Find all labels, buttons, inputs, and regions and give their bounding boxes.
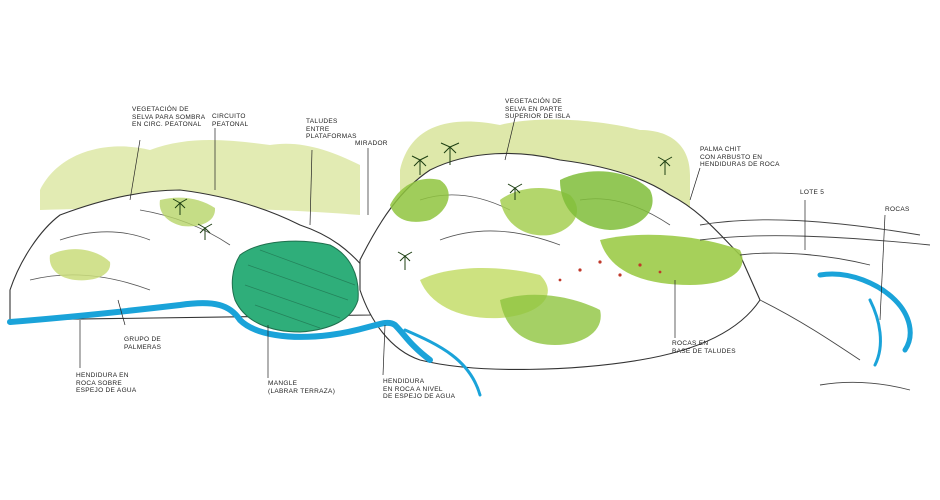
shoreline xyxy=(699,219,931,391)
water-body xyxy=(7,271,913,397)
label-lote: LOTE 5 xyxy=(800,189,825,196)
accent-dots xyxy=(558,260,662,282)
mangrove-mass xyxy=(231,240,359,333)
label-mirador: MIRADOR xyxy=(355,140,388,147)
label-hendidura-roca-agua: HENDIDURA EN ROCA SOBRE ESPEJO DE AGUA xyxy=(76,372,137,394)
palm-trees xyxy=(172,142,673,270)
label-grupo-palmeras: GRUPO DE PALMERAS xyxy=(124,336,162,351)
leader-lines xyxy=(79,117,886,378)
label-palma-chit: PALMA CHIT CON ARBUSTO EN HENDIDURAS DE … xyxy=(700,146,780,168)
vegetation-patches xyxy=(49,171,743,345)
label-hendidura-nivel-agua: HENDIDURA EN ROCA A NIVEL DE ESPEJO DE A… xyxy=(383,378,456,400)
label-vegetacion-selva-isla: VEGETACIÓN DE SELVA EN PARTE SUPERIOR DE… xyxy=(505,98,571,120)
label-rocas-base-taludes: ROCAS EN BASE DE TALUDES xyxy=(672,340,736,355)
label-vegetacion-selva-sombra: VEGETACIÓN DE SELVA PARA SOMBRA EN CIRC.… xyxy=(132,106,206,128)
label-taludes-plataformas: TALUDES ENTRE PLATAFORMAS xyxy=(306,118,357,140)
label-circuito-peatonal: CIRCUITO PEATONAL xyxy=(212,113,249,128)
label-mangle: MANGLE (LABRAR TERRAZA) xyxy=(268,380,336,395)
label-rocas: ROCAS xyxy=(885,206,910,213)
